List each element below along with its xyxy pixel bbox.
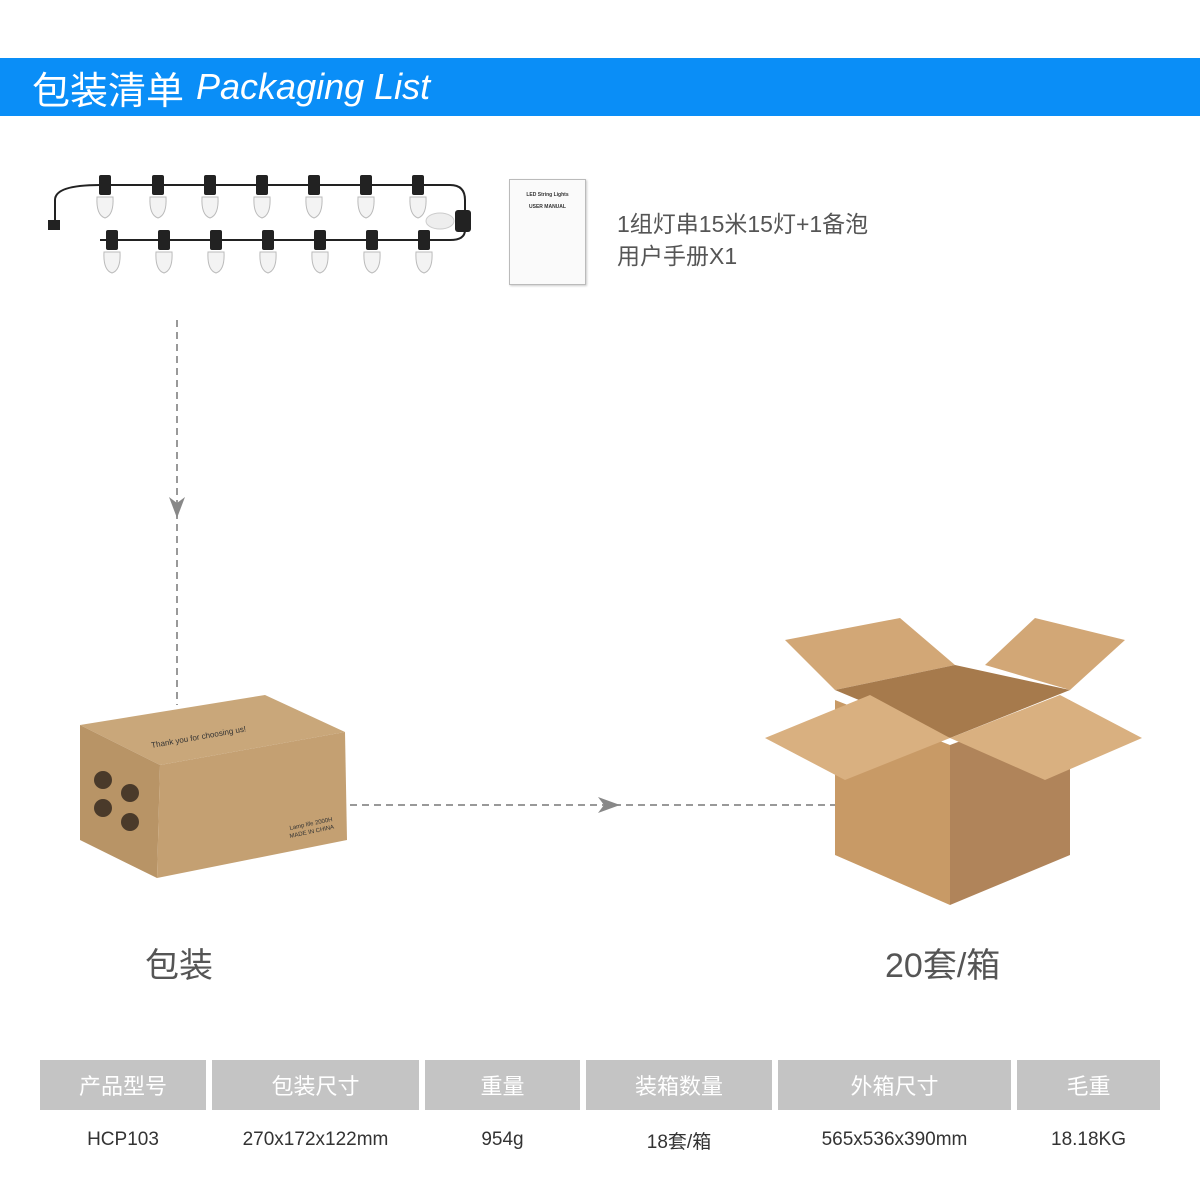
manual-title: LED String Lights bbox=[526, 192, 569, 198]
td-gross-weight: 18.18KG bbox=[1051, 1129, 1126, 1150]
bulb-icon bbox=[96, 175, 114, 219]
package-contents: 1组灯串15米15灯+1备泡 用户手册X1 bbox=[617, 208, 868, 272]
td-package-size: 270x172x122mm bbox=[242, 1129, 389, 1150]
bulb-icon bbox=[311, 230, 329, 274]
string-lights-image bbox=[48, 175, 471, 274]
bulb-icon bbox=[305, 175, 323, 219]
td-carton-qty: 18套/箱 bbox=[646, 1131, 712, 1153]
contents-line2: 用户手册X1 bbox=[617, 243, 738, 269]
small-box-label: 包装 bbox=[145, 947, 213, 985]
header-banner: 包装清单 Packaging List bbox=[0, 58, 1200, 116]
bulb-icon bbox=[103, 230, 121, 274]
bulb-icon bbox=[415, 230, 433, 274]
spec-table: 产品型号 包装尺寸 重量 装箱数量 外箱尺寸 毛重 HCP103 270x172… bbox=[34, 1060, 1166, 1170]
th-gross-weight: 毛重 bbox=[1017, 1060, 1160, 1110]
contents-line1: 1组灯串15米15灯+1备泡 bbox=[617, 211, 869, 237]
th-carton-size: 外箱尺寸 bbox=[778, 1060, 1011, 1110]
title-cn: 包装清单 bbox=[32, 70, 185, 113]
manual-subtitle: USER MANUAL bbox=[529, 204, 566, 210]
bulb-icon bbox=[259, 230, 277, 274]
th-weight: 重量 bbox=[425, 1060, 580, 1110]
bulb-icon bbox=[201, 175, 219, 219]
th-model: 产品型号 bbox=[40, 1060, 206, 1110]
bulb-icon bbox=[357, 175, 375, 219]
title-en: Packaging List bbox=[196, 66, 431, 107]
td-carton-size: 565x536x390mm bbox=[821, 1129, 968, 1150]
th-carton-qty: 装箱数量 bbox=[586, 1060, 772, 1110]
td-weight: 954g bbox=[481, 1129, 524, 1150]
bulb-icon bbox=[207, 230, 225, 274]
big-box-image bbox=[765, 618, 1142, 905]
bulb-icon bbox=[409, 175, 427, 219]
table-header-row: 产品型号 包装尺寸 重量 装箱数量 外箱尺寸 毛重 bbox=[40, 1060, 1160, 1110]
bulb-icon bbox=[155, 230, 173, 274]
user-manual-image: LED String Lights USER MANUAL bbox=[509, 179, 586, 285]
table-row: HCP103 270x172x122mm 954g 18套/箱 565x536x… bbox=[40, 1110, 1160, 1170]
big-box-label: 20套/箱 bbox=[885, 947, 1001, 985]
bulb-icon bbox=[253, 175, 271, 219]
th-package-size: 包装尺寸 bbox=[212, 1060, 419, 1110]
small-box-image: Thank you for choosing us! Lamp life 200… bbox=[80, 695, 347, 878]
td-model: HCP103 bbox=[87, 1129, 159, 1150]
bulb-icon bbox=[149, 175, 167, 219]
bulb-icon bbox=[363, 230, 381, 274]
